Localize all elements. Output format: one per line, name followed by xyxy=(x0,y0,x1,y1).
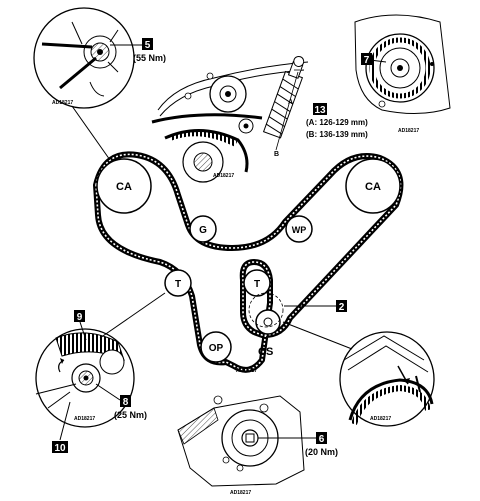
pulley-t-left-label: T xyxy=(175,279,181,290)
callout-13-spec-b: (B: 136-139 mm) xyxy=(306,130,368,139)
pulley-ca-left: CA xyxy=(96,158,152,214)
pulley-ca-right: CA xyxy=(345,158,401,214)
callout-13-number: 13 xyxy=(314,105,326,116)
callout-5: 5 (55 Nm) xyxy=(110,38,166,63)
pulley-wp-label: WP xyxy=(292,225,307,235)
pulley-ca-left-label: CA xyxy=(116,181,132,193)
ref-code-detail-13: AD18217 xyxy=(213,173,234,179)
ref-code-detail-6: AD18217 xyxy=(230,490,251,496)
detail-camshaft-pulley-mark: AD18217 xyxy=(354,14,451,134)
detail-camshaft-bolt: AD18217 xyxy=(33,7,135,109)
pulley-op-label: OP xyxy=(209,343,224,354)
callout-7-number: 7 xyxy=(364,55,370,66)
ref-code-main: AD18217 xyxy=(236,368,257,374)
pulley-t-right: T xyxy=(243,269,271,297)
pulley-ca-right-label: CA xyxy=(365,181,381,193)
cs-detail-marker xyxy=(248,292,284,328)
ref-code-detail-7: AD18217 xyxy=(398,128,419,134)
pulley-cs: CS xyxy=(248,292,284,358)
pulley-g: G xyxy=(189,215,217,243)
pulley-g-label: G xyxy=(199,225,207,236)
detail-tensioner: A B AD18217 xyxy=(151,55,309,183)
detail-tensioner-bolt: AD18217 xyxy=(35,328,135,428)
callout-10-number: 10 xyxy=(54,443,66,454)
callout-9-number: 9 xyxy=(77,312,83,323)
detail-crankshaft-pulley: AD18217 xyxy=(177,395,305,496)
callout-2-number: 2 xyxy=(339,302,345,313)
holding-tool-handle xyxy=(59,56,97,90)
callout-5-number: 5 xyxy=(145,40,151,51)
wrench-handle xyxy=(41,42,93,49)
ref-code-detail-cs: AD18217 xyxy=(370,416,391,422)
ref-code-detail-5: AD18217 xyxy=(52,100,73,106)
callout-7: 7 xyxy=(361,53,372,66)
leader-bottom-right xyxy=(282,321,353,350)
callout-6-torque: (20 Nm) xyxy=(305,447,338,457)
leader-bottom-left xyxy=(99,292,166,339)
callout-13: 13 (A: 126-129 mm) (B: 136-139 mm) xyxy=(306,103,368,139)
detail-crankshaft-mark: AD18217 xyxy=(339,331,435,427)
callout-6-number: 6 xyxy=(319,434,325,445)
leader-5 xyxy=(71,105,111,161)
callout-9: 9 xyxy=(74,310,87,341)
callout-6: 6 (20 Nm) xyxy=(258,432,338,457)
pulley-t-left: T xyxy=(164,269,192,297)
pulley-op: OP xyxy=(200,331,232,363)
callout-13-spec-a: (A: 126-129 mm) xyxy=(306,118,368,127)
pulley-t-right-label: T xyxy=(254,279,260,290)
dimension-b-label: B xyxy=(274,151,279,158)
dimension-a-label: A xyxy=(288,99,293,106)
callout-5-torque: (55 Nm) xyxy=(133,53,166,63)
callout-10: 10 xyxy=(52,401,71,454)
callout-2: 2 xyxy=(284,300,347,313)
pulley-cs-label: CS xyxy=(258,346,273,358)
callout-8: 8 (25 Nm) xyxy=(95,383,147,420)
callout-8-torque: (25 Nm) xyxy=(114,410,147,420)
pulley-wp: WP xyxy=(285,215,313,243)
ref-code-detail-8: AD18217 xyxy=(74,416,95,422)
callout-8-number: 8 xyxy=(123,397,129,408)
